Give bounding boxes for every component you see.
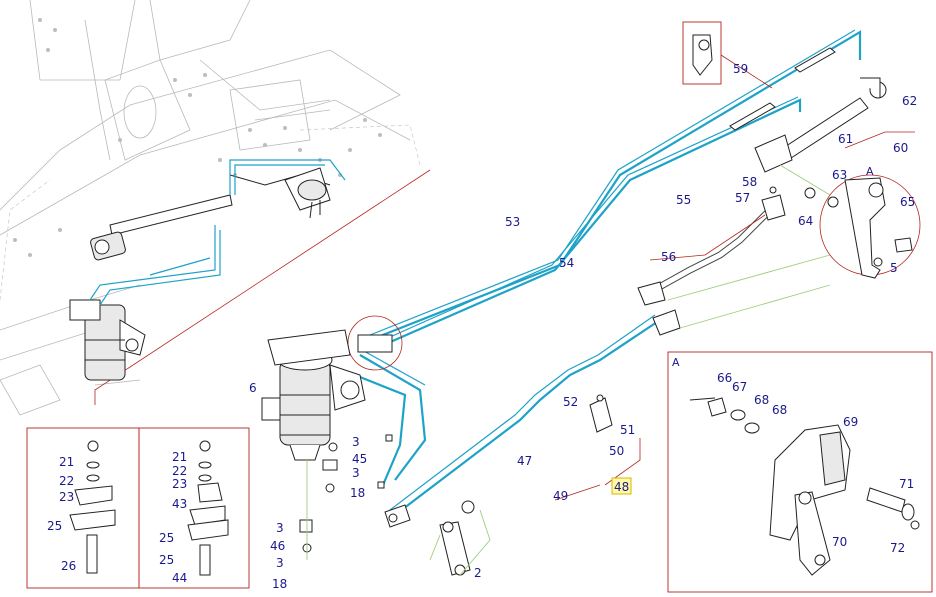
fixing-box-right xyxy=(138,427,250,589)
callout-5: 5 xyxy=(890,261,898,275)
callout-44: 44 xyxy=(172,571,187,585)
detail-letter-a: A xyxy=(866,165,874,178)
callout-43: 43 xyxy=(172,497,187,511)
pitman-arm-2 xyxy=(439,521,471,576)
in-frame-pipes xyxy=(89,159,346,306)
callout-22: 22 xyxy=(59,474,74,488)
callout-25: 25 xyxy=(159,531,174,545)
callout-69: 69 xyxy=(843,415,858,429)
callout-71: 71 xyxy=(899,477,914,491)
callout-57: 57 xyxy=(735,191,750,205)
callout-54: 54 xyxy=(559,256,574,270)
callout-3: 3 xyxy=(276,556,284,570)
pipe-clip xyxy=(357,334,393,353)
highlight-box-48 xyxy=(611,477,632,495)
callout-26: 26 xyxy=(61,559,76,573)
callout-18: 18 xyxy=(272,577,287,591)
callout-62: 62 xyxy=(902,94,917,108)
callout-58: 58 xyxy=(742,175,757,189)
callout-labels: 2 3 3 3 3 5 6 18 18 21 21 22 22 23 23 25… xyxy=(47,62,917,591)
steering-gear-6 xyxy=(261,329,366,461)
chassis-frame-ghost xyxy=(0,0,421,416)
hydraulic-pipes xyxy=(354,29,862,516)
callout-55: 55 xyxy=(676,193,691,207)
detail-circle-a xyxy=(804,174,921,279)
red-leaders xyxy=(554,131,915,501)
pipe-end-fitting xyxy=(652,309,681,336)
callout-21: 21 xyxy=(172,450,187,464)
green-leaders xyxy=(429,164,831,576)
callout-68: 68 xyxy=(754,393,769,407)
callout-64: 64 xyxy=(798,214,813,228)
callout-45: 45 xyxy=(352,452,367,466)
callout-68: 68 xyxy=(772,403,787,417)
callout-21: 21 xyxy=(59,455,74,469)
callout-3: 3 xyxy=(276,521,284,535)
callout-59: 59 xyxy=(733,62,748,76)
callout-63: 63 xyxy=(832,168,847,182)
detail-box-a xyxy=(667,351,933,593)
callout-48: 48 xyxy=(614,480,629,494)
callout-47: 47 xyxy=(517,454,532,468)
callout-61: 61 xyxy=(838,132,853,146)
callout-50: 50 xyxy=(609,444,624,458)
tie-rod-56 xyxy=(637,186,786,306)
context-leader-line xyxy=(94,169,431,405)
fixing-box-left xyxy=(26,427,140,589)
ram-rod-end xyxy=(384,504,411,528)
callout-51: 51 xyxy=(620,423,635,437)
upper-cylinder-assembly xyxy=(90,167,331,261)
callout-70: 70 xyxy=(832,535,847,549)
callout-6: 6 xyxy=(249,381,257,395)
callout-25: 25 xyxy=(47,519,62,533)
callout-23: 23 xyxy=(172,477,187,491)
callout-46: 46 xyxy=(270,539,285,553)
callout-65: 65 xyxy=(900,195,915,209)
callout-72: 72 xyxy=(890,541,905,555)
callout-23: 23 xyxy=(59,490,74,504)
detail-letter-a: A xyxy=(672,356,680,369)
callout-67: 67 xyxy=(732,380,747,394)
callout-18: 18 xyxy=(350,486,365,500)
callout-53: 53 xyxy=(505,215,520,229)
callout-52: 52 xyxy=(563,395,578,409)
in-frame-steering-gear xyxy=(69,299,146,381)
callout-22: 22 xyxy=(172,464,187,478)
clamp-59-box xyxy=(682,21,773,89)
callout-60: 60 xyxy=(893,141,908,155)
callout-66: 66 xyxy=(717,371,732,385)
callout-56: 56 xyxy=(661,250,676,264)
callout-3: 3 xyxy=(352,435,360,449)
callout-2: 2 xyxy=(474,566,482,580)
callout-49: 49 xyxy=(553,489,568,503)
callout-25: 25 xyxy=(159,553,174,567)
ram-61 xyxy=(754,77,887,173)
callout-3: 3 xyxy=(352,466,360,480)
drag-link-49 xyxy=(461,394,613,514)
